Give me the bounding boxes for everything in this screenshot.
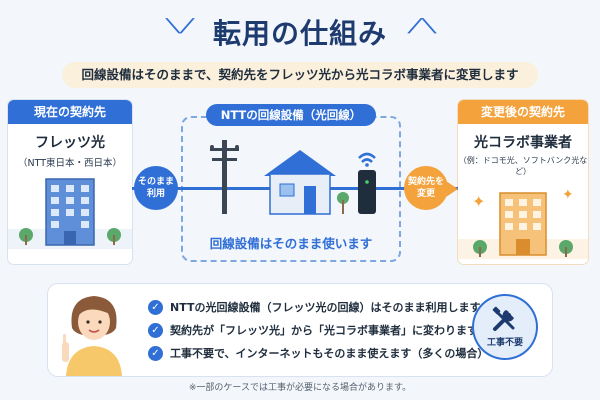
tree-icon — [337, 192, 349, 214]
new-provider-sub: （例：ドコモ光、ソフトバンク光など） — [458, 156, 588, 176]
new-provider-box: 変更後の契約先 光コラボ事業者 （例：ドコモ光、ソフトバンク光など） ✦ ✦ — [458, 100, 588, 264]
office-building-icon — [8, 178, 132, 249]
sparkle-icon: ⟋⟍ — [408, 14, 436, 38]
current-provider-header: 現在の契約先 — [8, 100, 132, 124]
ntt-equipment-caption: 回線設備はそのまま使います — [209, 236, 373, 251]
no-construction-badge: 工事不要 — [474, 296, 536, 358]
summary-item: ✓ NTTの光回線設備（フレッツ光の回線）はそのまま利用します — [148, 298, 480, 316]
keep-using-line2: 利用 — [146, 189, 165, 199]
current-provider-name: フレッツ光 — [35, 135, 105, 151]
page-title: 転用の仕組み — [212, 17, 387, 50]
ntt-equipment-label: NTTの回線設備（光回線） — [206, 104, 376, 126]
tools-icon — [492, 306, 515, 331]
summary-item-text: 工事不要で、インターネットもそのまま使えます（多くの場合） — [170, 347, 489, 360]
arrow-right-icon — [446, 181, 458, 197]
svg-text:✦: ✦ — [562, 187, 574, 203]
keep-using-line1: そのまま — [137, 177, 174, 187]
change-contract-line1: 契約先を — [407, 177, 444, 187]
wifi-router-icon — [358, 152, 376, 214]
equipment-illustration — [210, 140, 376, 215]
person-illustration — [62, 296, 122, 376]
summary-panel — [48, 284, 552, 376]
current-provider-sub: （NTT東日本・西日本） — [17, 158, 123, 169]
house-icon — [264, 150, 336, 215]
new-provider-header: 変更後の契約先 — [458, 100, 588, 124]
current-provider-box: 現在の契約先 フレッツ光 （NTT東日本・西日本） — [8, 100, 132, 264]
keep-using-badge: そのまま 利用 — [134, 166, 178, 210]
new-provider-name: 光コラボ事業者 — [474, 135, 572, 151]
summary-item: ✓ 工事不要で、インターネットもそのまま使えます（多くの場合） — [148, 344, 488, 362]
no-construction-label: 工事不要 — [486, 338, 523, 348]
sparkle-icon: ⟍⟋ — [166, 14, 194, 38]
footnote: ※一部のケースでは工事が必要になる場合があります。 — [188, 383, 412, 393]
summary-item-text: NTTの光回線設備（フレッツ光の回線）はそのまま利用します — [170, 301, 481, 314]
check-icon: ✓ — [148, 299, 163, 315]
subtitle-banner: 回線設備はそのままで、契約先をフレッツ光から光コラボ事業者に変更します — [62, 62, 538, 88]
change-contract-badge: 契約先を 変更 — [404, 166, 448, 210]
summary-item: ✓ 契約先が「フレッツ光」から「光コラボ事業者」に変わります — [148, 321, 478, 339]
summary-item-text: 契約先が「フレッツ光」から「光コラボ事業者」に変わります — [170, 324, 478, 337]
svg-text:✦: ✦ — [472, 192, 485, 211]
check-icon: ✓ — [148, 322, 163, 338]
change-contract-line2: 変更 — [416, 189, 435, 199]
office-building-icon: ✦ ✦ — [458, 187, 588, 259]
check-icon: ✓ — [148, 345, 163, 361]
utility-pole-icon — [210, 140, 239, 214]
